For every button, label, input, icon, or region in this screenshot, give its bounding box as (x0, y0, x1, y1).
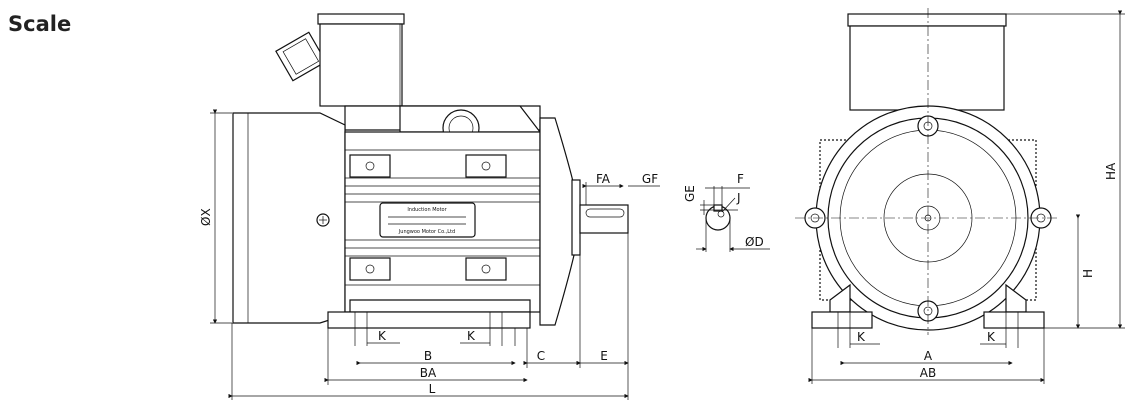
front-view: K K A AB H HA (795, 8, 1125, 384)
shaft (579, 204, 629, 234)
svg-text:Induction Motor: Induction Motor (407, 207, 447, 213)
cooling-fins (345, 149, 540, 286)
dim-e: E (600, 349, 608, 363)
dim-l: L (429, 382, 436, 396)
svg-text:Jungwoo Motor Co.,Ltd: Jungwoo Motor Co.,Ltd (398, 229, 455, 235)
terminal-box (317, 13, 405, 107)
feet (327, 299, 531, 329)
dim-diameter-d: ØD (745, 235, 764, 249)
terminal-box (847, 13, 1007, 27)
feet (811, 283, 1045, 329)
dim-ba: BA (420, 366, 437, 380)
dim-a: A (924, 349, 933, 363)
side-view: Induction Motor Jungwoo Motor Co.,Ltd ØX… (199, 13, 660, 400)
dim-ab: AB (920, 366, 936, 380)
dim-k-right: K (467, 329, 476, 343)
shaft-detail: GE F J ØD (683, 172, 770, 252)
dim-k-left: K (378, 329, 387, 343)
cable-gland (275, 31, 327, 82)
dim-ha: HA (1104, 162, 1118, 180)
dim-diameter-x: ØX (199, 208, 213, 226)
dim-ge: GE (683, 185, 697, 202)
page-title: Scale (8, 12, 72, 36)
dim-fa: FA (596, 172, 611, 186)
dim-gf: GF (642, 172, 658, 186)
dim-k-left: K (857, 330, 866, 344)
dim-j: J (736, 191, 741, 205)
dim-k-right: K (987, 330, 996, 344)
dim-h: H (1081, 269, 1095, 278)
nameplate: Induction Motor Jungwoo Motor Co.,Ltd (379, 202, 476, 238)
dim-b: B (424, 349, 432, 363)
dim-c: C (537, 349, 545, 363)
dim-f: F (737, 172, 744, 186)
